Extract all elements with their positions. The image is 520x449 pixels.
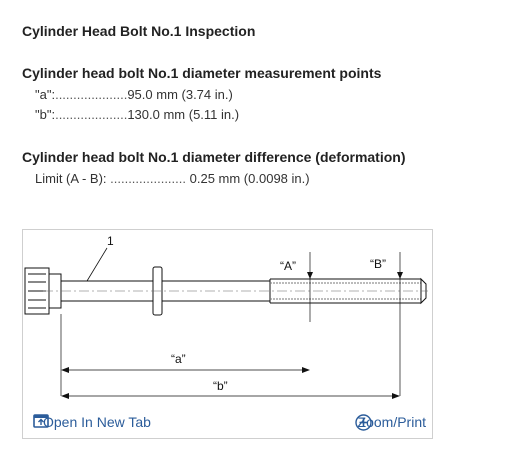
open-in-new-tab-link[interactable]: Open In New Tab — [33, 414, 151, 430]
label-A: “A” — [280, 259, 296, 273]
callout-leader — [86, 247, 108, 282]
bolt-diagram: 1 “A” “B” “a” “b” — [24, 234, 428, 399]
measurement-row-a: "a":....................95.0 mm (3.74 in… — [35, 87, 233, 102]
difference-heading: Cylinder head bolt No.1 diameter differe… — [22, 149, 406, 165]
dim-a-arrow-left — [61, 367, 69, 373]
figure-footer: Open In New Tab Zoom/Print — [23, 410, 432, 438]
open-in-new-tab-label: Open In New Tab — [43, 414, 151, 430]
figure-box: 1 “A” “B” “a” “b” Open In — [22, 229, 433, 439]
label-a: “a” — [171, 352, 186, 366]
measurement-row-b: "b":....................130.0 mm (5.11 i… — [35, 107, 239, 122]
marker-B-arrow — [397, 272, 403, 279]
row-label: "a": — [35, 87, 56, 102]
row-value: 130.0 mm (5.11 in.) — [127, 107, 240, 122]
row-dots: .................... — [55, 87, 128, 102]
row-dots: ..................... — [110, 171, 186, 186]
label-b: “b” — [213, 379, 228, 393]
dim-a-arrow-right — [302, 367, 310, 373]
row-label: Limit (A - B): — [35, 171, 107, 186]
row-dots: .................... — [55, 107, 128, 122]
measurement-heading: Cylinder head bolt No.1 diameter measure… — [22, 65, 382, 81]
marker-A-arrow — [307, 272, 313, 279]
row-label: "b": — [35, 107, 56, 122]
page-title: Cylinder Head Bolt No.1 Inspection — [22, 23, 256, 39]
row-value: 95.0 mm (3.74 in.) — [127, 87, 233, 102]
callout-number: 1 — [107, 234, 114, 248]
dim-b-arrow-left — [61, 393, 69, 399]
zoom-print-label: Zoom/Print — [357, 414, 426, 430]
label-B: “B” — [370, 257, 386, 271]
bolt-shank — [61, 266, 427, 316]
zoom-print-link[interactable]: Zoom/Print — [354, 414, 426, 431]
dim-b-arrow-right — [392, 393, 400, 399]
difference-row-limit: Limit (A - B): ..................... 0.2… — [35, 171, 310, 186]
row-value: 0.25 mm (0.0098 in.) — [189, 171, 310, 186]
